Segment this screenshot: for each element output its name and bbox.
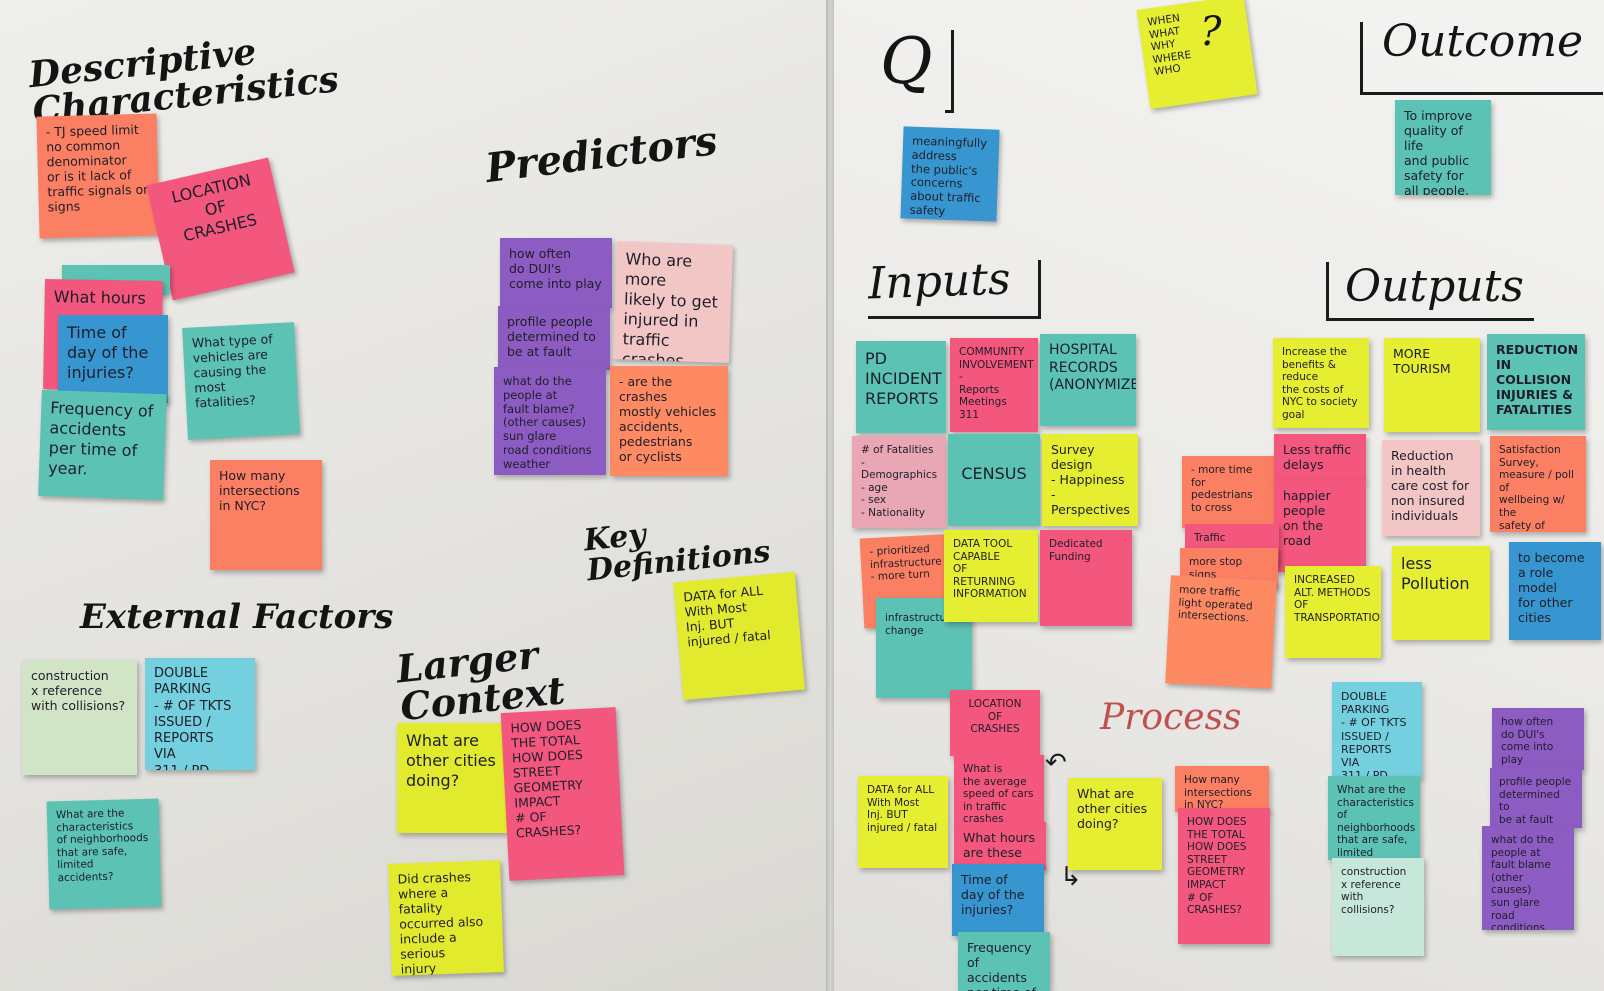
- sticky-note-avg-speed: What is the average speed of cars in tra…: [954, 755, 1044, 825]
- sticky-note-role-model: to become a role model for other cities: [1509, 542, 1601, 640]
- sticky-note-data-for-all-r: DATA for ALL With Most Inj. BUT injured …: [858, 776, 948, 868]
- sticky-note-fatalities: # of Fatalities - Demographics - age - s…: [852, 436, 946, 528]
- sticky-note-dedicated: Dedicated Funding: [1040, 530, 1132, 626]
- sticky-note-survey: Survey design - Happiness - Perspectives: [1042, 434, 1138, 526]
- sticky-note-more-lights: more traffic light operated intersection…: [1165, 575, 1277, 689]
- sticky-note-outcome: To improve quality of life and public sa…: [1395, 100, 1491, 195]
- sticky-note-neighborhoods-r: What are the characteristics of neighbor…: [1328, 776, 1420, 860]
- sticky-note-census: CENSUS: [948, 434, 1040, 526]
- sticky-note-happier: happier people on the road: [1274, 480, 1366, 572]
- sticky-note-vehicle-type: What type of vehicles are causing the mo…: [182, 322, 300, 440]
- sticky-note-likely-injured: Who are more likely to get injured in tr…: [612, 241, 734, 363]
- sticky-note-construction-r: construction x reference with collisions…: [1332, 858, 1424, 956]
- heading-outputs: Outputs: [1345, 261, 1524, 312]
- sticky-note-neighborhoods: What are the characteristics of neighbor…: [46, 798, 162, 910]
- sticky-note-community: COMMUNITY INVOLVEMENT - Reports Meetings…: [950, 338, 1038, 432]
- sticky-note-health-cost: Reduction in health care cost for non in…: [1382, 440, 1480, 536]
- sticky-note-profile: profile people determined to be at fault: [498, 306, 610, 370]
- sticky-note-construction: construction x reference with collisions…: [22, 660, 137, 775]
- heading-q: Q: [880, 25, 933, 99]
- sticky-note-when-what: WHEN WHAT WHY WHERE WHO: [1136, 0, 1258, 110]
- sticky-note-satisfaction: Satisfaction Survey, measure / poll of w…: [1490, 436, 1586, 532]
- sticky-note-double-parking-r: DOUBLE PARKING - # OF TKTS ISSUED / REPO…: [1332, 682, 1422, 778]
- sticky-note-less-traffic: Less traffic delays: [1274, 434, 1366, 482]
- sticky-note-street-geometry-r: HOW DOES THE TOTAL HOW DOES STREET GEOME…: [1178, 808, 1270, 944]
- sticky-note-tourism: MORE TOURISM: [1384, 338, 1480, 432]
- sticky-note-intersections-r: How many intersections in NYC?: [1175, 766, 1269, 812]
- sticky-note-speed-limit: - TJ speed limit no common denominator o…: [36, 113, 160, 239]
- q-bracket: [945, 30, 954, 113]
- sticky-note-frequency: Frequency of accidents per time of year.: [38, 389, 167, 501]
- sticky-note-time-of-day: Time of day of the injuries?: [58, 315, 168, 403]
- sticky-note-double-parking: DOUBLE PARKING - # OF TKTS ISSUED / REPO…: [145, 658, 255, 770]
- sticky-note-hospital: HOSPITAL RECORDS (ANONYMIZED): [1040, 334, 1136, 426]
- outcome-bracket: [1360, 22, 1603, 95]
- process-arrow-left: ↶: [1045, 748, 1067, 778]
- outputs-bracket: [1326, 262, 1534, 321]
- sticky-note-pedestrians: - more time for pedestrians to cross: [1182, 456, 1276, 528]
- question-mark: ?: [1200, 9, 1222, 55]
- sticky-note-crashes-type: - are the crashes mostly vehicles accide…: [610, 366, 728, 476]
- sticky-note-profile-r: profile people determined to be at fault: [1490, 768, 1582, 828]
- sticky-note-dui: how often do DUI's come into play: [500, 238, 612, 308]
- sticky-note-intersections: How many intersections in NYC?: [210, 460, 322, 570]
- sticky-note-reduction-collision: REDUCTION IN COLLISION INJURIES & FATALI…: [1487, 334, 1585, 430]
- sticky-note-street-geometry: HOW DOES THE TOTAL HOW DOES STREET GEOME…: [500, 707, 625, 881]
- sticky-note-what-hours-r: What hours are these: [954, 822, 1046, 870]
- sticky-note-q: meaningfully address the public's concer…: [900, 126, 1000, 222]
- sticky-note-data-for-all: DATA for ALL With Most Inj. BUT injured …: [673, 571, 805, 701]
- sticky-note-time-of-day-r: Time of day of the injuries?: [952, 864, 1044, 936]
- sticky-note-other-cities-r: What are other cities doing?: [1068, 778, 1162, 870]
- inputs-bracket: [868, 260, 1041, 319]
- sticky-note-benefits: Increase the benefits & reduce the costs…: [1273, 338, 1369, 428]
- sticky-note-pd-reports: PD INCIDENT REPORTS: [856, 341, 946, 433]
- heading-outcome: Outcome: [1382, 16, 1583, 67]
- sticky-note-who-blame: what do the people at fault blame? (othe…: [494, 367, 606, 475]
- process-arrow-down: ↳: [1060, 862, 1082, 892]
- sticky-note-alt-methods: INCREASED ALT. METHODS OF TRANSPORTATION: [1285, 566, 1381, 658]
- sticky-note-did-crashes: Did crashes where a fatality occurred al…: [388, 860, 504, 976]
- heading-process: Process: [1100, 697, 1242, 738]
- sticky-note-data-tool: DATA TOOL CAPABLE OF RETURNING INFORMATI…: [944, 530, 1038, 622]
- sticky-note-dui-r: how often do DUI's come into play: [1492, 708, 1584, 770]
- sticky-note-who-blame-r: what do the people at fault blame (other…: [1482, 826, 1574, 930]
- sticky-note-less-pollution: less Pollution: [1392, 546, 1490, 640]
- sticky-note-location-r: LOCATION OF CRASHES: [950, 690, 1040, 756]
- board-divider: [826, 0, 834, 991]
- sticky-note-frequency-r: Frequency of accidents per time of: [958, 932, 1050, 991]
- sticky-note-other-cities: What are other cities doing?: [397, 723, 507, 833]
- heading-external-factors: External Factors: [80, 597, 394, 637]
